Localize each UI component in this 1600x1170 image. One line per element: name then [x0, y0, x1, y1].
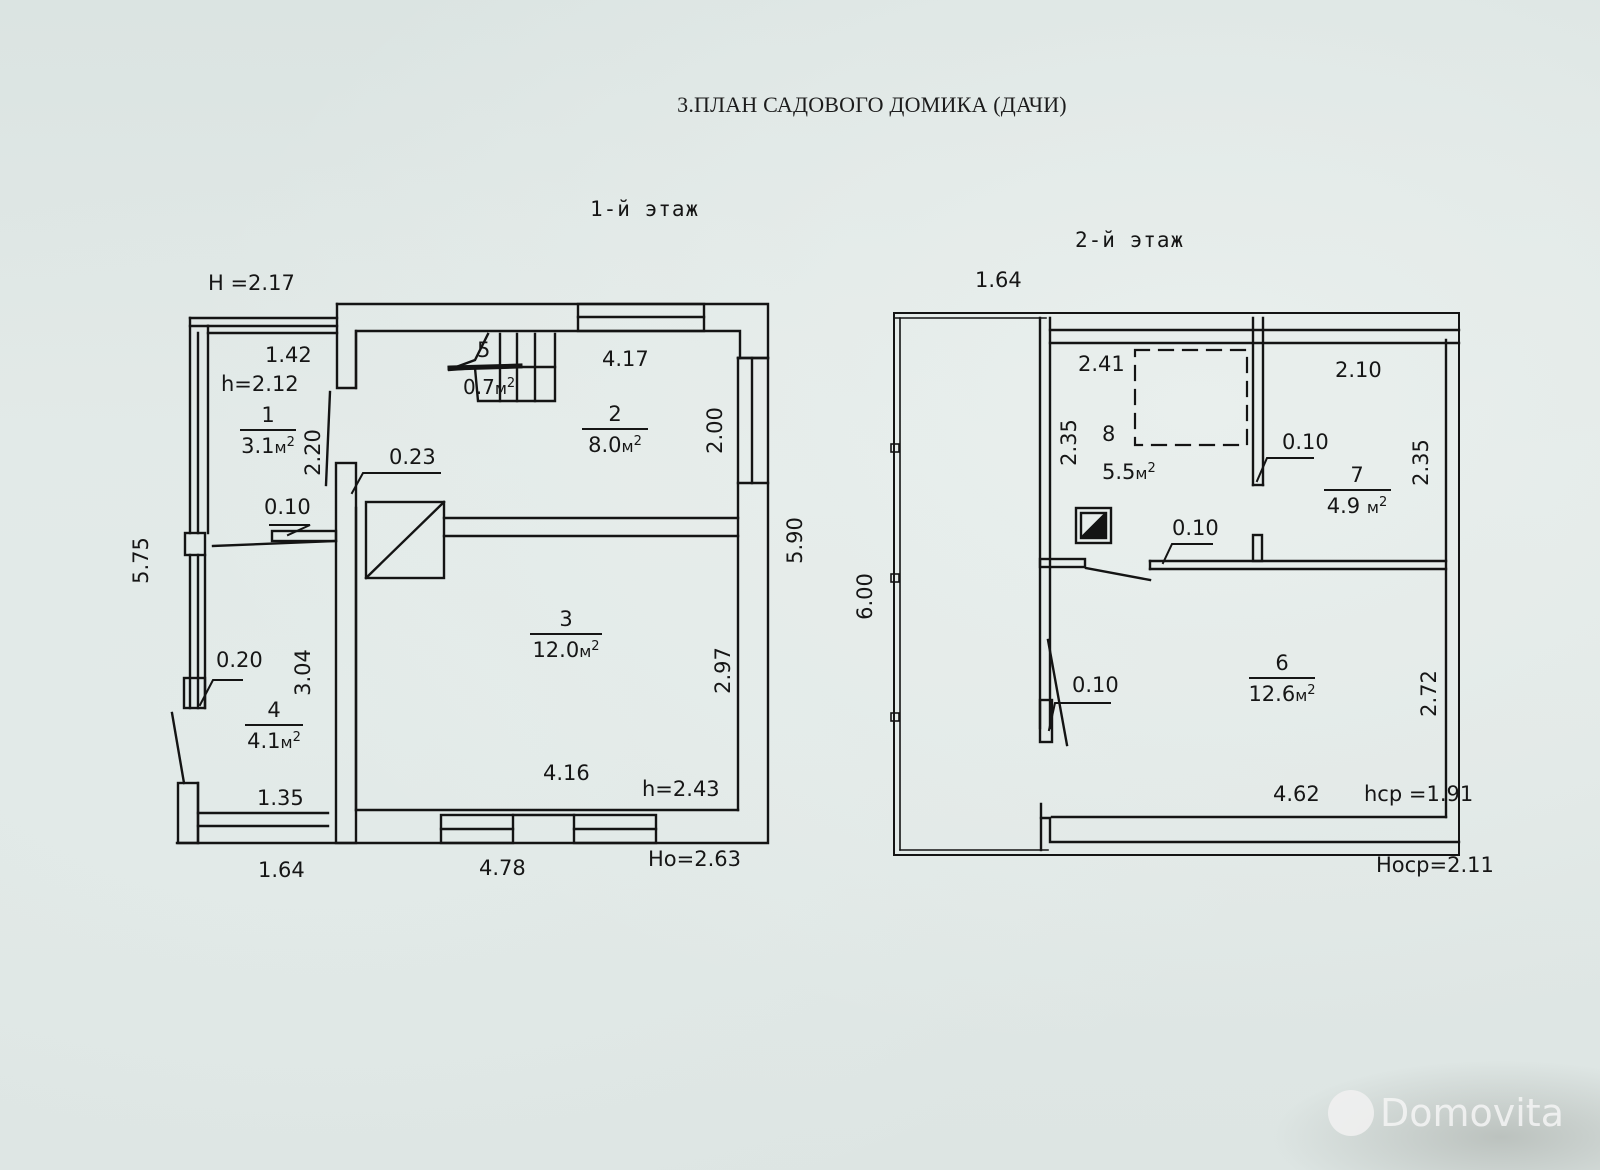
floor1-bottom-left-dim: 1.64 [258, 858, 305, 882]
domovita-logo-icon [1327, 1090, 1374, 1136]
wall-thickness-020: 0.20 [216, 648, 263, 672]
floor1-title: 1-й этаж [590, 197, 700, 221]
room4-width-dim: 1.35 [257, 786, 304, 810]
room-number: 2 [608, 402, 622, 426]
wall-thickness-023: 0.23 [389, 445, 436, 469]
room-area: 4.1м2 [247, 729, 301, 753]
room-6: 6 12.6м2 [1246, 653, 1318, 705]
room-8-number: 8 [1102, 422, 1116, 446]
partition-thickness-010-a: 0.10 [1282, 430, 1329, 454]
room-divider [582, 428, 648, 430]
room4-depth-dim: 3.04 [290, 649, 315, 696]
room-5-area: 0.7м2 [463, 375, 516, 399]
room3-width-dim: 4.16 [543, 761, 590, 785]
room3-height-dim: h=2.43 [642, 777, 720, 801]
room1-height-dim: h=2.12 [221, 372, 299, 396]
room1-depth-dim: 2.20 [300, 429, 325, 476]
room-number: 1 [261, 403, 275, 427]
room-divider [1323, 489, 1391, 491]
room-number: 6 [1275, 651, 1289, 675]
room7-width-dim: 2.10 [1335, 358, 1382, 382]
floor1-walls [170, 302, 770, 845]
room-number: 4 [267, 698, 281, 722]
room-8-area: 5.5м2 [1102, 460, 1156, 484]
floor1-bottom-main-dim: 4.78 [479, 856, 526, 880]
room-7: 7 4.9 м2 [1322, 465, 1392, 517]
room8-depth-dim: 2.35 [1056, 419, 1081, 466]
room-area: 3.1м2 [241, 434, 295, 458]
partition-thickness-010-c: 0.10 [1072, 673, 1119, 697]
room-divider [245, 724, 303, 726]
room6-width-dim: 4.62 [1273, 782, 1320, 806]
room-area: 12.0м2 [532, 638, 600, 662]
watermark-brand: Domovita [1379, 1091, 1564, 1135]
room2-width-dim: 4.17 [602, 347, 649, 371]
document-title: 3.ПЛАН САДОВОГО ДОМИКА (ДАЧИ) [677, 92, 1067, 117]
room3-depth-dim: 2.97 [710, 647, 735, 694]
floor2-title: 2-й этаж [1075, 228, 1185, 252]
room-number: 3 [559, 607, 573, 631]
floor1-left-total-dim: 5.75 [128, 537, 153, 584]
room-area: 12.6м2 [1248, 682, 1316, 706]
room6-depth-dim: 2.72 [1416, 670, 1441, 717]
room2-depth-dim: 2.00 [702, 407, 727, 454]
floor1-right-total-dim: 5.90 [782, 517, 807, 564]
room-1: 1 3.1м2 [240, 405, 296, 457]
floor2-overall-height: Hоср=2.11 [1376, 853, 1494, 877]
room6-height-dim: hср =1.91 [1364, 782, 1474, 806]
floor2-walls [890, 312, 1461, 856]
room-2: 2 8.0м2 [580, 404, 650, 456]
room-area: 4.9 м2 [1326, 494, 1388, 518]
room-4: 4 4.1м2 [244, 700, 304, 752]
room-divider [530, 633, 602, 635]
floor1-overall-height: Hо=2.63 [648, 847, 741, 871]
watermark: Domovita [1327, 1090, 1564, 1136]
room-3: 3 12.0м2 [528, 609, 604, 661]
room-number: 7 [1350, 463, 1364, 487]
room-divider [240, 429, 296, 431]
room-divider [1249, 677, 1315, 679]
wall-thickness-010: 0.10 [264, 495, 311, 519]
floor2-top-left-dim: 1.64 [975, 268, 1022, 292]
room-area: 8.0м2 [588, 433, 642, 457]
floor2-left-total-dim: 6.00 [852, 573, 877, 620]
room7-depth-dim: 2.35 [1408, 439, 1433, 486]
room8-width-dim: 2.41 [1078, 352, 1125, 376]
partition-thickness-010-b: 0.10 [1172, 516, 1219, 540]
watermark-shade [1270, 1060, 1600, 1170]
room1-width-dim: 1.42 [265, 343, 312, 367]
floor1-height-label: H =2.17 [208, 271, 295, 295]
room-5-number: 5 [477, 338, 491, 362]
